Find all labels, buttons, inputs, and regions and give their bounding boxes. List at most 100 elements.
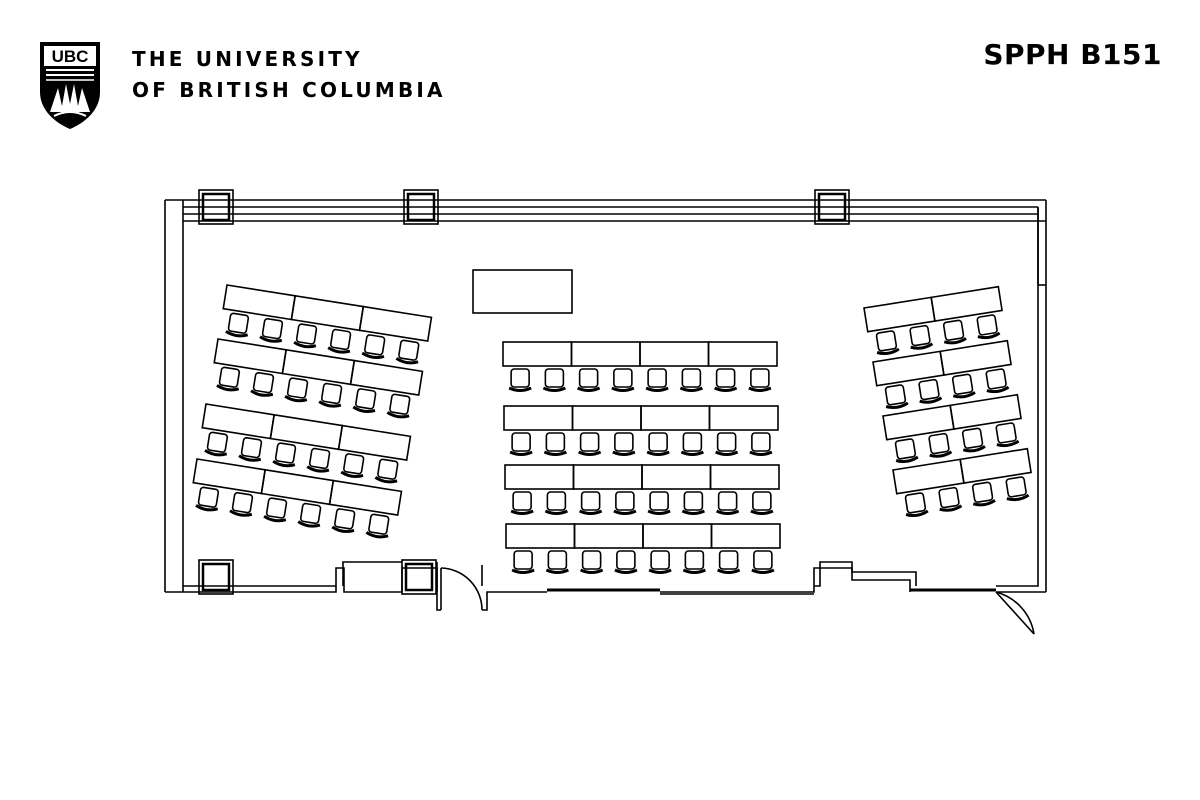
chair <box>250 371 275 397</box>
chair <box>580 550 604 574</box>
chair <box>681 491 705 515</box>
chair <box>971 481 996 507</box>
table <box>213 338 288 375</box>
chair <box>614 550 638 574</box>
table <box>328 479 403 517</box>
table <box>358 305 433 343</box>
chair <box>1005 476 1030 502</box>
chair <box>386 393 411 419</box>
ubc-crest-icon: UBC <box>40 42 100 129</box>
seating-row <box>222 284 433 365</box>
chair <box>509 432 533 456</box>
table <box>642 523 713 549</box>
seating-row <box>213 338 424 419</box>
chair <box>577 368 601 392</box>
chair <box>976 314 1001 340</box>
chair <box>717 550 741 574</box>
chair <box>995 422 1020 448</box>
table <box>571 405 642 431</box>
chair <box>578 432 602 456</box>
table <box>502 341 573 367</box>
chair <box>716 491 740 515</box>
chair <box>611 368 635 392</box>
seating-row <box>192 458 403 539</box>
table <box>939 339 1012 376</box>
chair <box>714 368 738 392</box>
chair <box>238 436 263 462</box>
table <box>503 405 574 431</box>
chair <box>293 323 318 349</box>
chair <box>928 432 953 458</box>
seating-row <box>502 341 778 392</box>
university-line-2: OF BRITISH COLUMBIA <box>132 78 446 102</box>
seating-row <box>892 447 1032 518</box>
chair <box>263 497 288 523</box>
room-code: SPPH B151 <box>983 38 1162 71</box>
chair <box>272 442 297 468</box>
chair <box>579 491 603 515</box>
seating-row <box>201 403 412 484</box>
chair <box>875 330 900 356</box>
room-walls <box>164 199 1047 611</box>
table <box>269 413 344 451</box>
university-name: THE UNIVERSITY OF BRITISH COLUMBIA <box>132 44 446 106</box>
chair <box>229 491 254 517</box>
chair <box>613 491 637 515</box>
chair <box>645 368 669 392</box>
door-left <box>440 567 483 611</box>
table <box>707 341 778 367</box>
seating-row <box>505 523 781 574</box>
table <box>709 464 780 490</box>
table <box>349 359 424 397</box>
svg-text:UBC: UBC <box>52 47 89 66</box>
seating-row <box>503 405 779 456</box>
chair <box>543 432 567 456</box>
doors <box>440 567 1035 635</box>
chair <box>216 366 241 392</box>
chair <box>195 486 220 512</box>
door-right <box>995 591 1035 635</box>
chair <box>884 384 909 410</box>
table <box>222 284 297 321</box>
chair <box>938 486 963 512</box>
chair <box>612 432 636 456</box>
chair <box>297 502 322 528</box>
chair <box>894 438 919 464</box>
chair <box>749 432 773 456</box>
chair <box>511 550 535 574</box>
table <box>573 523 644 549</box>
chair <box>682 550 706 574</box>
chair <box>545 550 569 574</box>
chair <box>259 317 284 343</box>
chair <box>942 319 967 345</box>
chair <box>646 432 670 456</box>
table <box>641 464 712 490</box>
seating-row <box>504 464 780 515</box>
chair <box>647 491 671 515</box>
university-line-1: THE UNIVERSITY <box>132 47 363 71</box>
chair <box>374 458 399 484</box>
chair <box>510 491 534 515</box>
table <box>710 523 781 549</box>
chair <box>679 368 703 392</box>
table <box>192 458 267 495</box>
table <box>572 464 643 490</box>
left-seating-section <box>192 284 433 539</box>
seating-row <box>872 339 1012 410</box>
table <box>504 464 575 490</box>
chair <box>904 492 929 518</box>
chair <box>715 432 739 456</box>
table <box>260 468 335 506</box>
right-seating-section <box>863 285 1032 518</box>
table <box>708 405 779 431</box>
seating-row <box>882 393 1022 464</box>
table <box>639 341 710 367</box>
chair <box>680 432 704 456</box>
chair <box>648 550 672 574</box>
table <box>640 405 711 431</box>
chair <box>961 427 986 453</box>
chair <box>284 377 309 403</box>
table <box>959 447 1032 484</box>
chair <box>361 334 386 359</box>
